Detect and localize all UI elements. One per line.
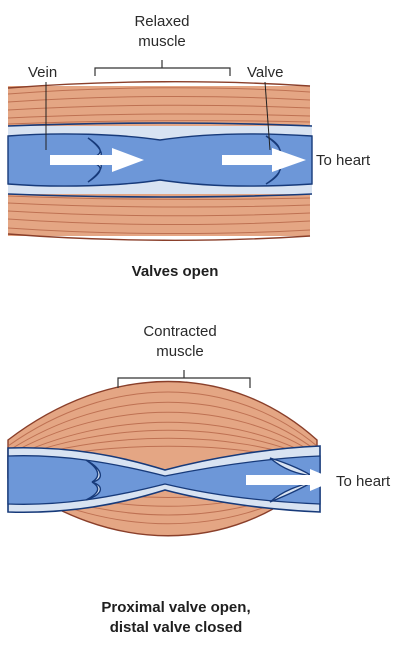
valve-label: Valve <box>247 64 283 81</box>
contracted-direction-label: To heart <box>336 473 391 490</box>
contracted-caption-line1: Proximal valve open, <box>101 599 250 616</box>
relaxed-direction-label: To heart <box>316 152 371 169</box>
contracted-panel: Contracted muscle To heart Proximal valv… <box>8 323 391 636</box>
relaxed-muscle-label-line1: Relaxed <box>134 13 189 30</box>
contracted-muscle-label-line2: muscle <box>156 343 204 360</box>
relaxed-panel: Relaxed muscle Vein Valve To heart Valve… <box>8 13 371 280</box>
contracted-muscle-label-line1: Contracted <box>143 323 216 340</box>
relaxed-muscle-bracket <box>95 68 230 76</box>
contracted-caption-line2: distal valve closed <box>110 619 243 636</box>
relaxed-caption: Valves open <box>132 263 219 280</box>
relaxed-muscle-label-line2: muscle <box>138 33 186 50</box>
vein-label: Vein <box>28 64 57 81</box>
